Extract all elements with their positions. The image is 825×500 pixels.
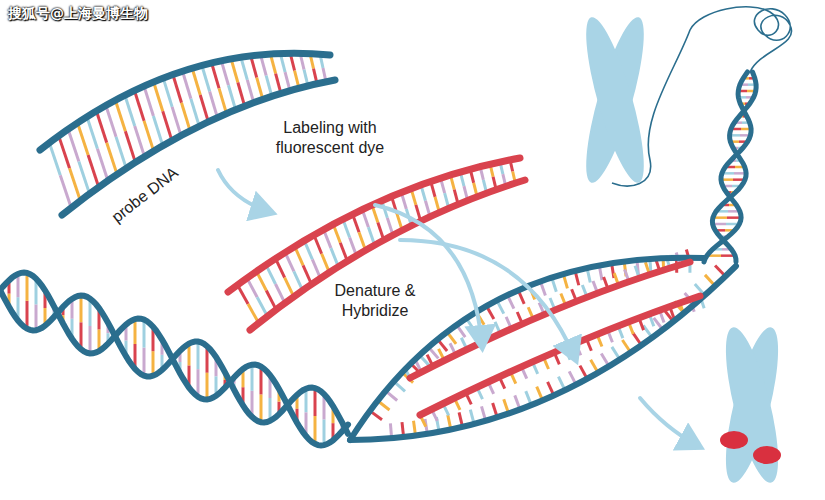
labeled-chromosome — [715, 323, 789, 487]
base — [323, 420, 326, 446]
step-label: Denature & Hybridize — [330, 281, 420, 321]
base — [143, 348, 146, 376]
base — [144, 121, 154, 151]
base — [80, 296, 83, 323]
base-pairs — [0, 53, 756, 445]
base — [172, 107, 181, 136]
base — [26, 273, 29, 301]
strand — [712, 72, 756, 262]
base — [247, 80, 253, 103]
watermark: 搜狐号@上海曼博生物 — [8, 5, 148, 23]
base — [202, 65, 210, 91]
base — [49, 143, 60, 175]
step-label: Labeling with fluorescent dye — [245, 118, 415, 158]
base — [89, 326, 92, 353]
base — [228, 85, 235, 109]
base — [59, 136, 70, 168]
strand — [228, 158, 520, 292]
base — [181, 103, 190, 131]
base — [96, 111, 106, 143]
base — [115, 100, 125, 131]
base — [221, 61, 228, 85]
base — [163, 78, 172, 107]
base — [251, 365, 254, 391]
base — [314, 388, 317, 416]
base — [231, 59, 238, 83]
base — [260, 394, 263, 422]
chromatin-thread — [612, 7, 792, 186]
base — [87, 117, 97, 149]
base — [163, 111, 172, 140]
probe-label: probe DNA — [99, 156, 190, 233]
base — [107, 143, 117, 175]
base — [79, 162, 90, 194]
base — [154, 82, 163, 111]
base — [183, 71, 191, 99]
base — [70, 168, 81, 200]
base — [135, 126, 145, 157]
base — [60, 175, 71, 207]
base — [197, 342, 200, 370]
base — [219, 88, 226, 113]
base — [97, 149, 107, 181]
base — [153, 116, 162, 146]
base — [106, 105, 116, 136]
strand — [420, 296, 700, 415]
process-arrows — [218, 170, 698, 446]
base — [78, 123, 89, 155]
base — [173, 75, 182, 103]
base — [143, 320, 146, 348]
base — [134, 319, 137, 344]
chromosome — [575, 13, 655, 188]
base — [134, 91, 144, 121]
base — [192, 68, 200, 95]
base — [241, 57, 247, 80]
base — [238, 83, 245, 107]
base — [200, 95, 208, 122]
strand — [410, 262, 690, 378]
dna-strands — [0, 53, 756, 445]
base — [68, 129, 79, 161]
base — [35, 304, 38, 330]
base — [206, 373, 209, 400]
base — [144, 86, 153, 116]
base — [191, 99, 199, 127]
strand — [0, 273, 348, 446]
base — [116, 137, 126, 168]
base — [125, 95, 135, 126]
base — [210, 92, 218, 118]
base — [125, 131, 135, 162]
base — [212, 63, 219, 88]
base — [88, 155, 99, 187]
